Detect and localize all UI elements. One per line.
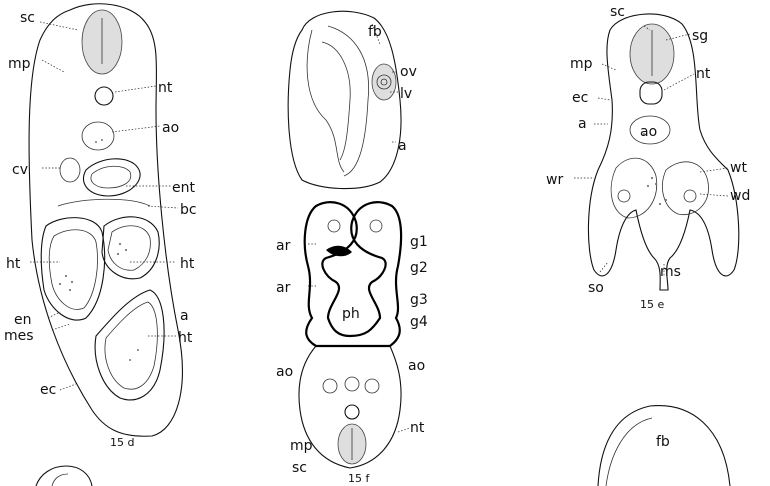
- label-ov-15f: ov: [400, 64, 417, 80]
- pharynx-wall-15f: [305, 202, 401, 346]
- leader-ec-15e: [598, 98, 610, 100]
- leader-mp-15e: [602, 64, 616, 70]
- figure-15f: fb ov lv a ar g1 g2 ar ph g3 g4 ao ao nt…: [276, 11, 428, 485]
- label-nt-15f: nt: [410, 420, 425, 436]
- figure-partial-fb: fb: [598, 406, 730, 486]
- cell-stipple-15d: [59, 139, 139, 361]
- aorta-left-15f: [323, 379, 337, 393]
- label-g4-15f: g4: [410, 314, 428, 330]
- enteron-15d: [83, 159, 140, 196]
- label-nt-15e: nt: [696, 66, 711, 82]
- figure-15e: sc sg mp nt ec a ao wr wt wd so ms 15 e: [546, 4, 750, 311]
- leader-wd-15e: [700, 194, 728, 196]
- aorta-mid-15f: [345, 377, 359, 391]
- notochord-15e: [640, 82, 662, 104]
- caption-15d: 15 d: [110, 436, 134, 449]
- leader-nt-15f: [398, 428, 410, 432]
- label-ao-left-15f: ao: [276, 364, 293, 380]
- label-wd-15e: wd: [730, 188, 750, 204]
- label-a-15f: a: [398, 138, 407, 154]
- caption-15f: 15 f: [348, 472, 370, 485]
- wolffian-tubule-left-15e: [611, 158, 657, 218]
- label-wr-15e: wr: [546, 172, 563, 188]
- heart-left-inner-15d: [49, 230, 97, 310]
- figure-partial-bottom-left: [36, 466, 92, 486]
- label-bc-15d: bc: [180, 202, 197, 218]
- caption-15e: 15 e: [640, 298, 664, 311]
- leader-so-15e: [600, 262, 608, 272]
- label-g2-15f: g2: [410, 260, 428, 276]
- label-ec-15d: ec: [40, 382, 56, 398]
- enteron-lumen-15d: [91, 166, 131, 188]
- label-g1-15f: g1: [410, 234, 428, 250]
- aorta-right-15f: [365, 379, 379, 393]
- label-mes-15d: mes: [4, 328, 34, 344]
- heart-lower-15d: [95, 290, 164, 400]
- heart-right-inner-15d: [108, 226, 150, 271]
- wolffian-duct-right-15e: [684, 190, 696, 202]
- leader-wt-15e: [700, 168, 728, 172]
- forebrain-wall-left-15f: [307, 30, 344, 172]
- label-ar-lower-15f: ar: [276, 280, 291, 296]
- figure-15d: sc mp nt ao cv ent bc ht ht en mes a ht …: [4, 4, 197, 449]
- partial-outline-bottom-left: [36, 466, 92, 486]
- label-mp-15d: mp: [8, 56, 31, 72]
- label-lv-15f: lv: [400, 86, 412, 102]
- label-g3-15f: g3: [410, 292, 428, 308]
- leader-en-15d: [48, 312, 60, 318]
- label-fb-15f: fb: [368, 24, 382, 40]
- heart-left-15d: [41, 218, 104, 320]
- label-mp-15f: mp: [290, 438, 313, 454]
- notochord-15d: [95, 87, 113, 105]
- label-wt-15e: wt: [730, 160, 747, 176]
- leader-ao-15d: [112, 126, 160, 132]
- optic-vesicle-15f: [372, 64, 396, 100]
- label-ao-15e: ao: [640, 124, 657, 140]
- forebrain-inner-wall-partial: [606, 418, 652, 486]
- notochord-15f: [345, 405, 359, 419]
- wolffian-duct-left-15e: [618, 190, 630, 202]
- leader-ec-15d: [60, 384, 76, 390]
- body-cavity-line-15d: [58, 199, 150, 206]
- label-ht-right-15d: ht: [180, 256, 195, 272]
- forebrain-lumen-15f: [322, 42, 350, 160]
- label-cv-15d: cv: [12, 162, 28, 178]
- label-ent-15d: ent: [172, 180, 195, 196]
- leader-bc-15d: [148, 206, 178, 208]
- label-ec-15e: ec: [572, 90, 588, 106]
- partial-inner-bottom-left: [52, 474, 68, 486]
- arch-vessel-right-15f: [370, 220, 382, 232]
- label-ao-15d: ao: [162, 120, 179, 136]
- label-ht-lower-15d: ht: [178, 330, 193, 346]
- heart-right-15d: [102, 217, 159, 279]
- leader-mes-15d: [52, 324, 70, 330]
- label-ph-15f: ph: [342, 306, 360, 322]
- leader-nt-15e: [664, 74, 694, 90]
- label-sc-15e: sc: [610, 4, 625, 20]
- leader-mp-15d: [42, 60, 64, 72]
- label-a-15d: a: [180, 308, 189, 324]
- label-sc-15d: sc: [20, 10, 35, 26]
- leader-nt-15d: [115, 86, 156, 92]
- heart-lower-inner-15d: [105, 302, 157, 389]
- label-ar-upper-15f: ar: [276, 238, 291, 254]
- label-ms-15e: ms: [660, 264, 681, 280]
- label-a-15e: a: [578, 116, 587, 132]
- label-mp-15e: mp: [570, 56, 593, 72]
- label-en-15d: en: [14, 312, 32, 328]
- cardinal-vein-15d: [60, 158, 80, 182]
- label-nt-15d: nt: [158, 80, 173, 96]
- label-ht-left-15d: ht: [6, 256, 21, 272]
- wolffian-tubule-right-15e: [662, 162, 708, 215]
- aorta-15d: [82, 122, 114, 150]
- label-sc-15f: sc: [292, 460, 307, 476]
- label-ao-right-15f: ao: [408, 358, 425, 374]
- label-so-15e: so: [588, 280, 604, 296]
- arch-vessel-left-15f: [328, 220, 340, 232]
- label-fb-partial: fb: [656, 434, 670, 450]
- label-sg-15e: sg: [692, 28, 708, 44]
